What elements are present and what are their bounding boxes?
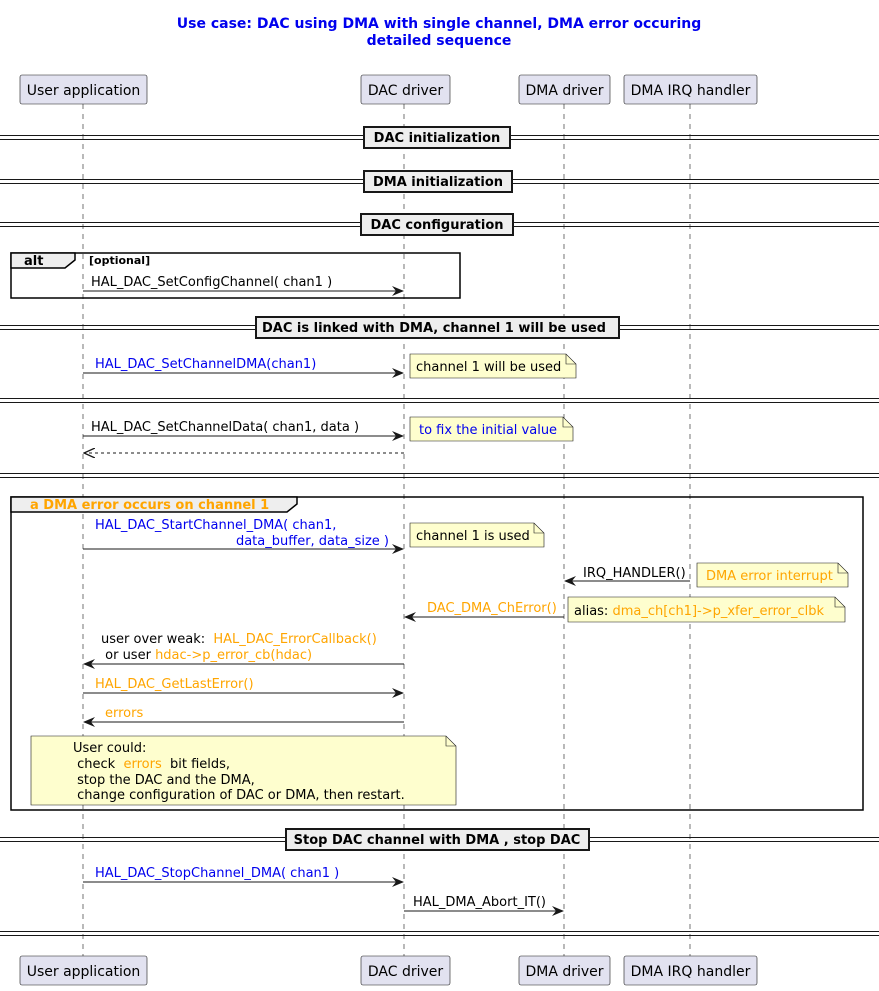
message-set-channel-data: HAL_DAC_SetChannelData( chan1, data ) [83,420,404,441]
message-errors-return: errors [83,706,404,727]
alt-condition: [optional] [89,254,150,267]
alt-keyword: alt [24,254,43,269]
divider-dac-linked-with-dma: DAC is linked with DMA, channel 1 will b… [0,316,879,339]
note-channel-will-be-used: channel 1 will be used [409,353,577,379]
message-label: HAL_DAC_GetLastError() [95,677,254,692]
participant-label: User application [27,964,141,980]
note-text: to fix the initial value [419,423,557,438]
participant-label: User application [27,83,141,99]
user-callback-prefix: or user [101,648,155,663]
message-start-channel-dma: HAL_DAC_StartChannel_DMA( chan1, data_bu… [83,518,404,554]
note-line4: change configuration of DAC or DMA, then… [73,788,405,803]
message-label-line1: HAL_DAC_StartChannel_DMA( chan1, [95,518,336,533]
callback-prefix: user over weak: [101,632,213,647]
participant-label: DMA driver [525,964,603,980]
participant-dac-driver-top[interactable]: DAC driver [360,74,451,105]
note-line2-prefix: check [73,757,123,772]
divider-stop-dac: Stop DAC channel with DMA , stop DAC [0,828,879,851]
participant-dma-irq-handler-bottom[interactable]: DMA IRQ handler [623,955,758,986]
participant-user-application-top[interactable]: User application [19,74,148,105]
message-label: DAC_DMA_ChError() [427,601,557,616]
note-text: channel 1 is used [416,529,530,544]
message-label: HAL_DMA_Abort_IT() [413,895,546,910]
divider-dac-configuration: DAC configuration [0,213,879,236]
note-dma-error-interrupt: DMA error interrupt [696,562,849,588]
message-dac-dma-ch-error: DAC_DMA_ChError() [404,601,564,622]
message-irq-handler: IRQ_HANDLER() [564,566,690,586]
divider-dma-initialization: DMA initialization [0,170,879,193]
divider-label: DAC initialization [374,131,501,146]
note-line2: check errors bit fields, [73,757,230,772]
note-alias: alias: dma_ch[ch1]->p_xfer_error_clbk [567,596,846,623]
message-dma-abort: HAL_DMA_Abort_IT() [404,895,564,916]
participant-label: DMA IRQ handler [631,83,751,99]
diagram-title-line2: detailed sequence [367,33,512,49]
note-line3: stop the DAC and the DMA, [73,773,255,788]
note-channel-is-used: channel 1 is used [409,522,545,548]
participant-label: DMA driver [525,83,603,99]
participant-dma-irq-handler-top[interactable]: DMA IRQ handler [623,74,758,105]
message-label: HAL_DAC_SetChannelData( chan1, data ) [91,420,359,435]
note-text: channel 1 will be used [416,360,561,375]
participant-dac-driver-bottom[interactable]: DAC driver [360,955,451,986]
participant-label: DMA IRQ handler [631,964,751,980]
error-group-label: a DMA error occurs on channel 1 [30,498,269,513]
note-user-could: User could: check errors bit fields, sto… [30,735,457,806]
note-text: DMA error interrupt [706,569,833,584]
participant-label: DAC driver [368,83,444,99]
message-set-channel-dma: HAL_DAC_SetChannelDMA(chan1) [83,357,404,378]
message-label: HAL_DAC_SetConfigChannel( chan1 ) [91,275,332,290]
divider-label: DMA initialization [373,175,503,190]
divider-label: Stop DAC channel with DMA , stop DAC [294,833,581,848]
participant-label: DAC driver [368,964,444,980]
message-label-line2: or user hdac->p_error_cb(hdac) [101,648,312,663]
user-callback-name: hdac->p_error_cb(hdac) [155,648,312,663]
divider-label: DAC is linked with DMA, channel 1 will b… [262,321,606,336]
dma-error-group: a DMA error occurs on channel 1 [10,496,864,811]
separator-2 [0,473,879,478]
message-get-last-error: HAL_DAC_GetLastError() [83,677,404,698]
participant-user-application-bottom[interactable]: User application [19,955,148,986]
message-error-callback: user over weak: HAL_DAC_ErrorCallback() … [83,632,404,669]
note-fix-initial-value: to fix the initial value [409,416,574,442]
alt-optional-fragment: alt [optional] [10,252,461,299]
message-label: HAL_DAC_SetChannelDMA(chan1) [95,357,316,372]
message-label: errors [105,706,143,721]
note-line2-suffix: bit fields, [162,757,230,772]
divider-dac-initialization: DAC initialization [0,126,879,149]
message-stop-channel-dma: HAL_DAC_StopChannel_DMA( chan1 ) [83,866,404,887]
participant-dma-driver-top[interactable]: DMA driver [518,74,611,105]
message-label-line2: data_buffer, data_size ) [236,534,389,549]
separator-1 [0,398,879,403]
note-line1: User could: [73,741,146,756]
callback-name: HAL_DAC_ErrorCallback() [213,632,376,647]
message-label: HAL_DAC_StopChannel_DMA( chan1 ) [95,866,339,881]
message-set-config-channel: HAL_DAC_SetConfigChannel( chan1 ) [83,275,404,296]
message-label-line1: user over weak: HAL_DAC_ErrorCallback() [101,632,377,647]
note-text: alias: dma_ch[ch1]->p_xfer_error_clbk [574,604,824,619]
separator-3 [0,931,879,936]
divider-label: DAC configuration [370,218,503,233]
alias-value: dma_ch[ch1]->p_xfer_error_clbk [612,604,824,619]
message-label: IRQ_HANDLER() [583,566,686,581]
diagram-title-line1: Use case: DAC using DMA with single chan… [177,16,701,32]
participant-dma-driver-bottom[interactable]: DMA driver [518,955,611,986]
note-line2-errors: errors [123,757,161,772]
alias-prefix: alias: [574,604,612,619]
